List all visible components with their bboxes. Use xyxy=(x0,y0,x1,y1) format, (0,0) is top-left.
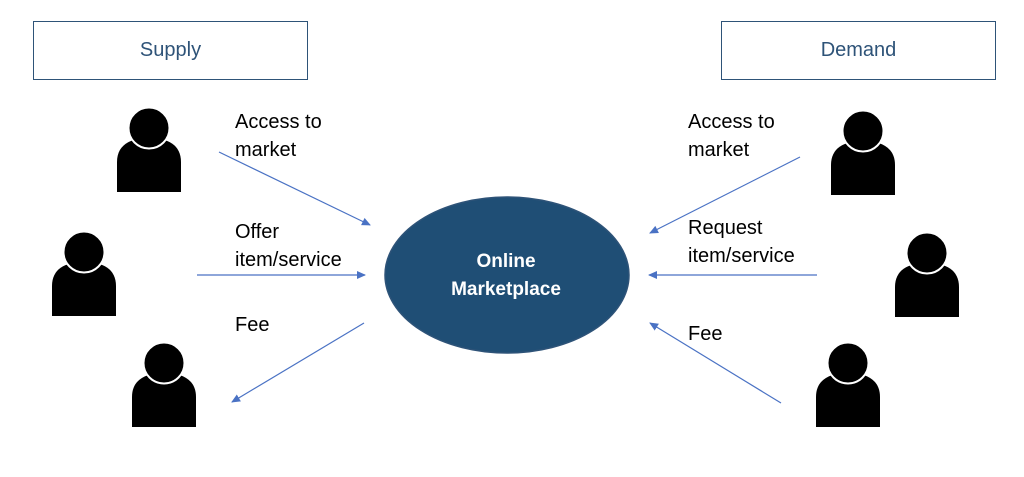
demand-access-label: Access to market xyxy=(688,108,775,164)
demand-fee-arrow xyxy=(649,322,782,404)
supplier-1-person-icon xyxy=(116,106,182,193)
demand-access-line2: market xyxy=(688,139,750,161)
supply-fee-arrow xyxy=(231,322,365,403)
marketplace-label-line1: Online xyxy=(476,251,535,272)
demand-access-arrow xyxy=(649,156,801,234)
online-marketplace-node xyxy=(384,196,630,354)
demand-request-label: Request item/service xyxy=(688,214,795,270)
supply-fee-label: Fee xyxy=(235,311,269,339)
demand-header-box: Demand xyxy=(721,21,996,80)
supply-fee-line1: Fee xyxy=(235,314,270,336)
supply-title: Supply xyxy=(139,39,202,61)
supply-offer-label: Offer item/service xyxy=(235,218,342,274)
supplier-3-person-icon xyxy=(131,341,197,428)
supply-access-line1: Access to xyxy=(235,111,322,133)
supply-access-line2: market xyxy=(235,139,297,161)
supply-offer-line2: item/service xyxy=(235,249,342,271)
marketplace-label-line2: Marketplace xyxy=(451,279,561,300)
demand-fee-label: Fee xyxy=(688,320,722,348)
demand-title: Demand xyxy=(820,39,897,61)
supply-offer-line1: Offer xyxy=(235,221,280,243)
demand-fee-line1: Fee xyxy=(688,323,723,345)
supply-access-label: Access to market xyxy=(235,108,322,164)
demand-request-line1: Request xyxy=(688,217,763,239)
supply-header-box: Supply xyxy=(33,21,308,80)
demand-access-line1: Access to xyxy=(688,111,775,133)
buyer-2-person-icon xyxy=(894,231,960,318)
buyer-3-person-icon xyxy=(815,341,881,428)
buyer-1-person-icon xyxy=(830,109,896,196)
supplier-2-person-icon xyxy=(51,230,117,317)
demand-request-line2: item/service xyxy=(688,245,795,267)
supply-access-arrow xyxy=(218,151,371,226)
